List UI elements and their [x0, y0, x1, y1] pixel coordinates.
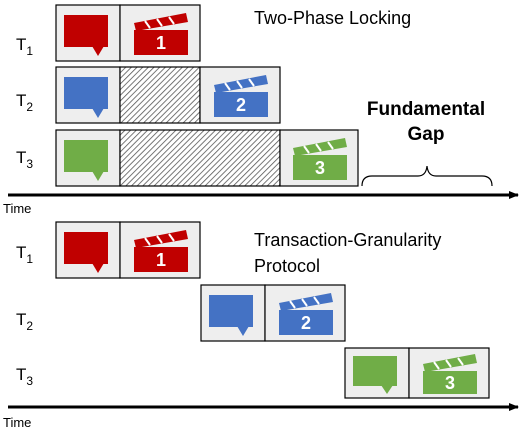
- section-title-tgp-line1: Transaction-Granularity: [254, 230, 441, 250]
- speech-bubble-icon: [64, 232, 108, 273]
- hatched-wait-block: [119, 129, 281, 187]
- section-title-tgp-line2: Protocol: [254, 256, 320, 276]
- speech-bubble-icon: [209, 295, 253, 336]
- clapperboard-icon: 2: [214, 75, 268, 117]
- action-number: 1: [156, 250, 166, 270]
- section-title-2pl: Two-Phase Locking: [254, 8, 411, 28]
- row-label-t3: T3: [16, 148, 33, 171]
- clapperboard-icon: 3: [293, 138, 347, 180]
- row-label-t1: T1: [16, 243, 33, 266]
- action-number: 2: [301, 313, 311, 333]
- row-label-t2: T2: [16, 91, 33, 114]
- action-number: 3: [315, 158, 325, 178]
- clapperboard-icon: 1: [134, 230, 188, 272]
- speech-bubble-icon: [64, 140, 108, 181]
- clapperboard-icon: 2: [279, 293, 333, 335]
- clapperboard-icon: 1: [134, 13, 188, 55]
- row-label-t2: T2: [16, 310, 33, 333]
- row-label-t3: T3: [16, 365, 33, 388]
- time-label: Time: [3, 201, 31, 216]
- row-label-t1: T1: [16, 35, 33, 58]
- gap-label-line2: Gap: [408, 124, 445, 145]
- speech-bubble-icon: [64, 15, 108, 56]
- hatched-wait-block: [119, 66, 201, 124]
- gap-brace: [361, 165, 493, 187]
- clapperboard-icon: 3: [423, 354, 477, 394]
- speech-bubble-icon: [64, 77, 108, 118]
- action-number: 3: [445, 373, 455, 393]
- action-number: 1: [156, 33, 166, 53]
- speech-bubble-icon: [353, 356, 397, 394]
- time-label: Time: [3, 415, 31, 430]
- action-number: 2: [236, 95, 246, 115]
- gap-label-line1: Fundamental: [367, 99, 485, 120]
